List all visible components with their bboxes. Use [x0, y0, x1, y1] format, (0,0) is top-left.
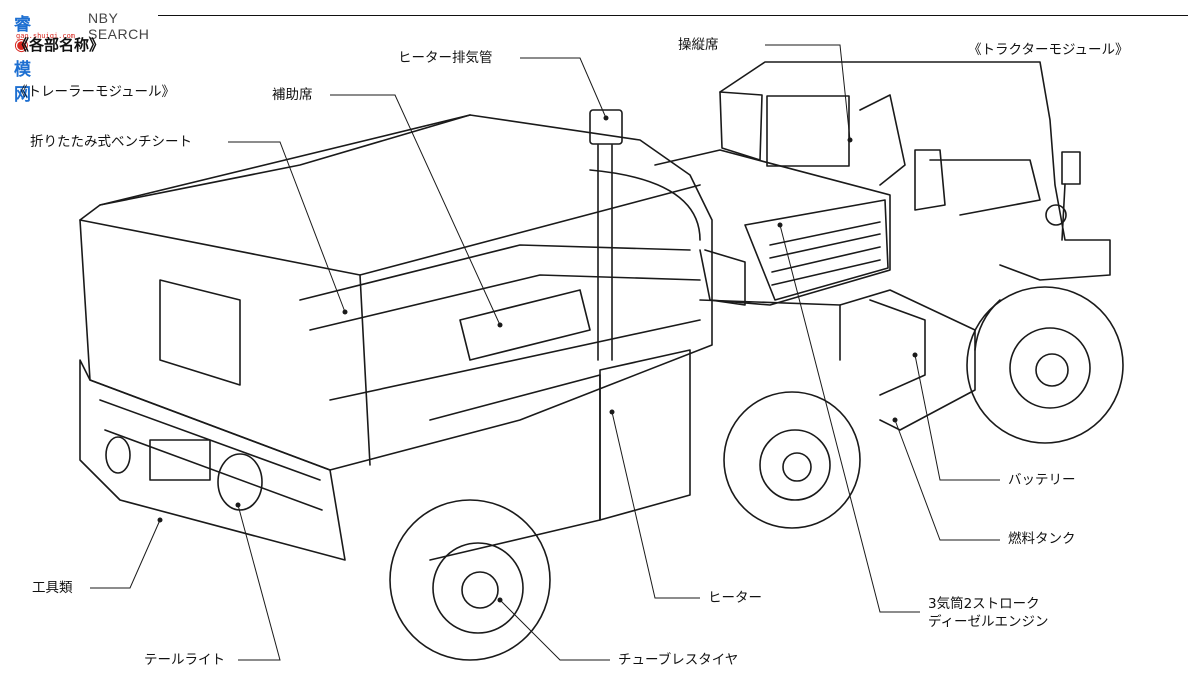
trailer-rear-face [79, 359, 346, 561]
label-tubeless-tire: チューブレスタイヤ [618, 652, 739, 668]
tractor-module-heading: 《トラクターモジュール》 [968, 42, 1129, 58]
label-tools: 工具類 [32, 580, 73, 596]
fuel-tank-body [839, 289, 976, 431]
label-engine-line2: ディーゼルエンジン [928, 614, 1049, 630]
watermark-url: gao.shuiqi.com [16, 32, 76, 40]
exhaust-cap [589, 109, 623, 145]
tool-mount [105, 436, 131, 474]
label-engine-line1: 3気筒2ストローク [928, 596, 1040, 612]
leader-lines [90, 44, 1000, 661]
tail-light-housing [217, 453, 263, 511]
watermark-cn: 睿◉模网 [14, 15, 32, 105]
label-heater: ヒーター [708, 590, 762, 606]
page-title: 《各部名称》 [14, 36, 105, 54]
leader-dots [157, 115, 918, 603]
tractor-windshield [766, 95, 850, 167]
driver-seat-shape [914, 149, 946, 211]
label-fuel-tank: 燃料タンク [1008, 531, 1076, 547]
label-assistant-seat: 補助席 [272, 87, 313, 103]
trailer-canopy [79, 114, 713, 471]
trailer-tire [389, 499, 551, 661]
battery-box [869, 299, 926, 396]
label-heater-exhaust: ヒーター排気管 [398, 50, 493, 66]
side-mirror [1061, 151, 1081, 185]
label-driver-seat: 操縦席 [678, 37, 719, 53]
bench-seat-shape [459, 289, 591, 361]
front-tire [966, 286, 1124, 444]
trailer-rear-window [159, 279, 241, 386]
middle-tire [723, 391, 861, 529]
heater-box [599, 349, 691, 521]
trailer-module-heading: 《トレーラーモジュール》 [14, 84, 176, 100]
label-tail-light: テールライト [144, 652, 225, 668]
label-battery: バッテリー [1008, 472, 1076, 488]
label-bench-seat: 折りたたみ式ベンチシート [30, 134, 192, 150]
tractor-canopy-outline [719, 61, 1111, 281]
tractor-canopy-side [719, 91, 763, 161]
top-rule [158, 15, 1188, 16]
watermark-en: NBY SEARCH [88, 10, 150, 42]
winch-spool [1045, 204, 1067, 226]
